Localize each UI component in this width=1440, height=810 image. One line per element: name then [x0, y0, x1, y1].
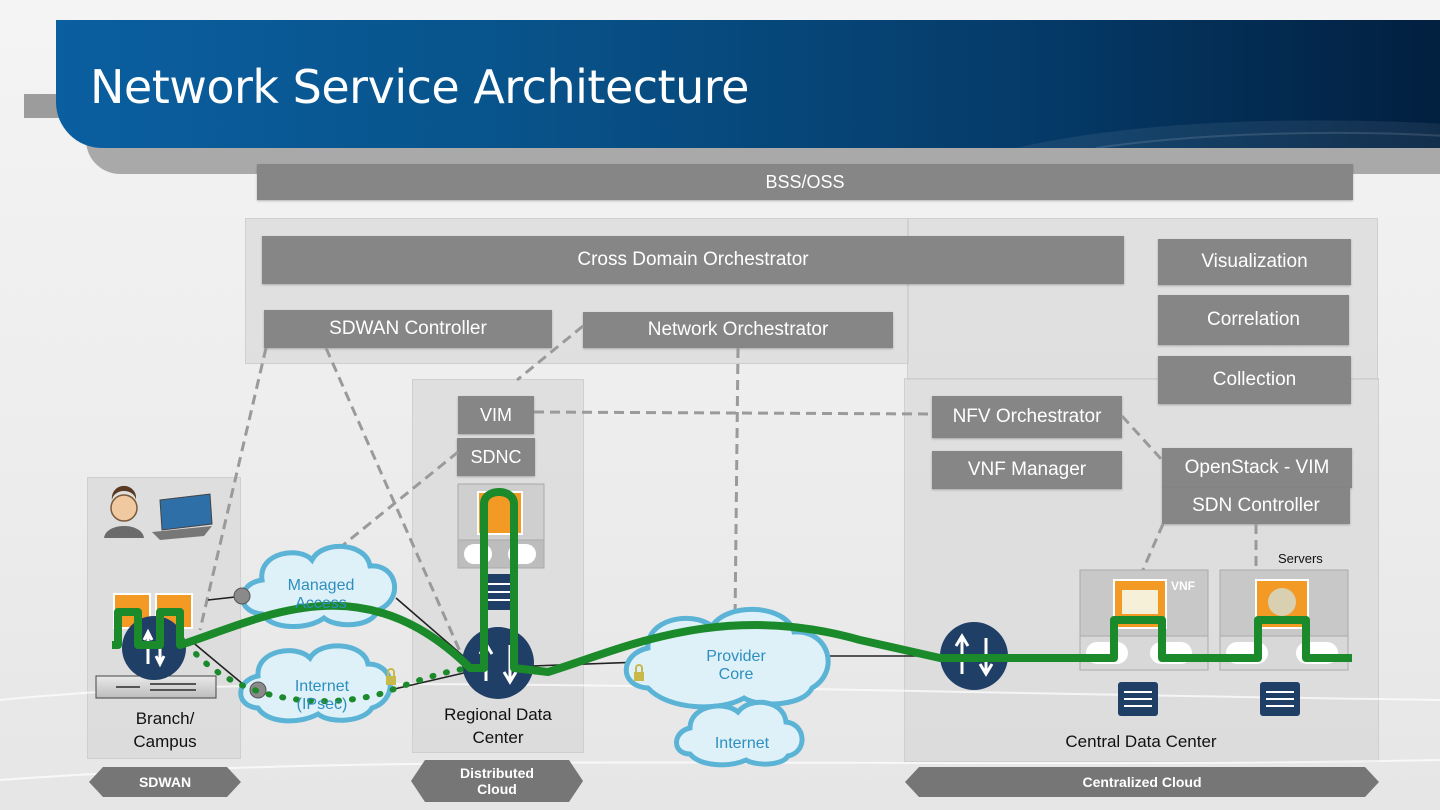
network-orchestrator-box: Network Orchestrator: [583, 312, 893, 348]
service-path-green: [112, 488, 1352, 676]
connector-node-icon: [233, 587, 251, 605]
vim-box: VIM: [458, 396, 534, 434]
distributed-cloud-chevron: Distributed Cloud: [411, 760, 583, 802]
internet-ipsec-label-1: Internet: [295, 678, 350, 695]
managed-access-label-2: Access: [295, 595, 347, 612]
vnf-manager-box: VNF Manager: [932, 451, 1122, 489]
dashed-link-sdwan-branch: [198, 347, 268, 631]
provider-core-label-2: Core: [719, 666, 754, 683]
servers-label: Servers: [1278, 551, 1323, 566]
sdwan-controller-box: SDWAN Controller: [264, 310, 552, 348]
title-banner: Network Service Architecture: [56, 20, 1440, 148]
central-data-center-label: Central Data Center: [1065, 732, 1217, 751]
monitor-icon: [152, 493, 213, 540]
lock-icon: [634, 664, 644, 681]
user-icon: [104, 485, 144, 538]
collection-box: Collection: [1158, 356, 1351, 404]
link: [531, 661, 641, 667]
regional-data-center-label: Regional Data Center: [444, 705, 552, 747]
vnf-label: VNF: [1171, 579, 1195, 593]
dashed-link-vim-nfvo: [533, 410, 933, 416]
sdnc-box: SDNC: [457, 438, 535, 476]
dashed-link-orch-regional: [516, 324, 584, 382]
sdwan-chevron: SDWAN: [89, 767, 241, 797]
banner-swoosh: [1016, 120, 1440, 148]
dashed-link-nfvo-openstack: [1120, 414, 1164, 462]
regional-router-icon: [462, 627, 534, 699]
centralized-cloud-chevron: Centralized Cloud: [905, 767, 1379, 797]
dashed-link-orch-core: [733, 347, 740, 621]
link: [189, 639, 251, 691]
internet-ipsec-label-2: (IPsec): [297, 696, 348, 713]
dashed-link-sdn-vnf: [1140, 523, 1165, 573]
cross-domain-orchestrator-box: Cross Domain Orchestrator: [262, 236, 1124, 284]
dashed-link-sdwan-regional: [324, 347, 468, 666]
sdn-controller-box: SDN Controller: [1162, 488, 1350, 524]
openstack-vim-box: OpenStack - VIM: [1162, 448, 1352, 488]
link: [389, 671, 469, 691]
provider-core-label-1: Provider: [706, 648, 766, 665]
bss-oss-bar: BSS/OSS: [257, 164, 1353, 200]
page-title: Network Service Architecture: [90, 60, 749, 114]
lock-icon: [386, 668, 396, 685]
correlation-box: Correlation: [1158, 295, 1349, 345]
nfv-orchestrator-box: NFV Orchestrator: [932, 396, 1122, 438]
branch-campus-label: Branch/ Campus: [133, 709, 197, 751]
internet-cloud-label: Internet: [715, 735, 770, 752]
visualization-box: Visualization: [1158, 239, 1351, 285]
managed-access-label-1: Managed: [288, 577, 355, 594]
internet-cloud: [674, 699, 805, 768]
